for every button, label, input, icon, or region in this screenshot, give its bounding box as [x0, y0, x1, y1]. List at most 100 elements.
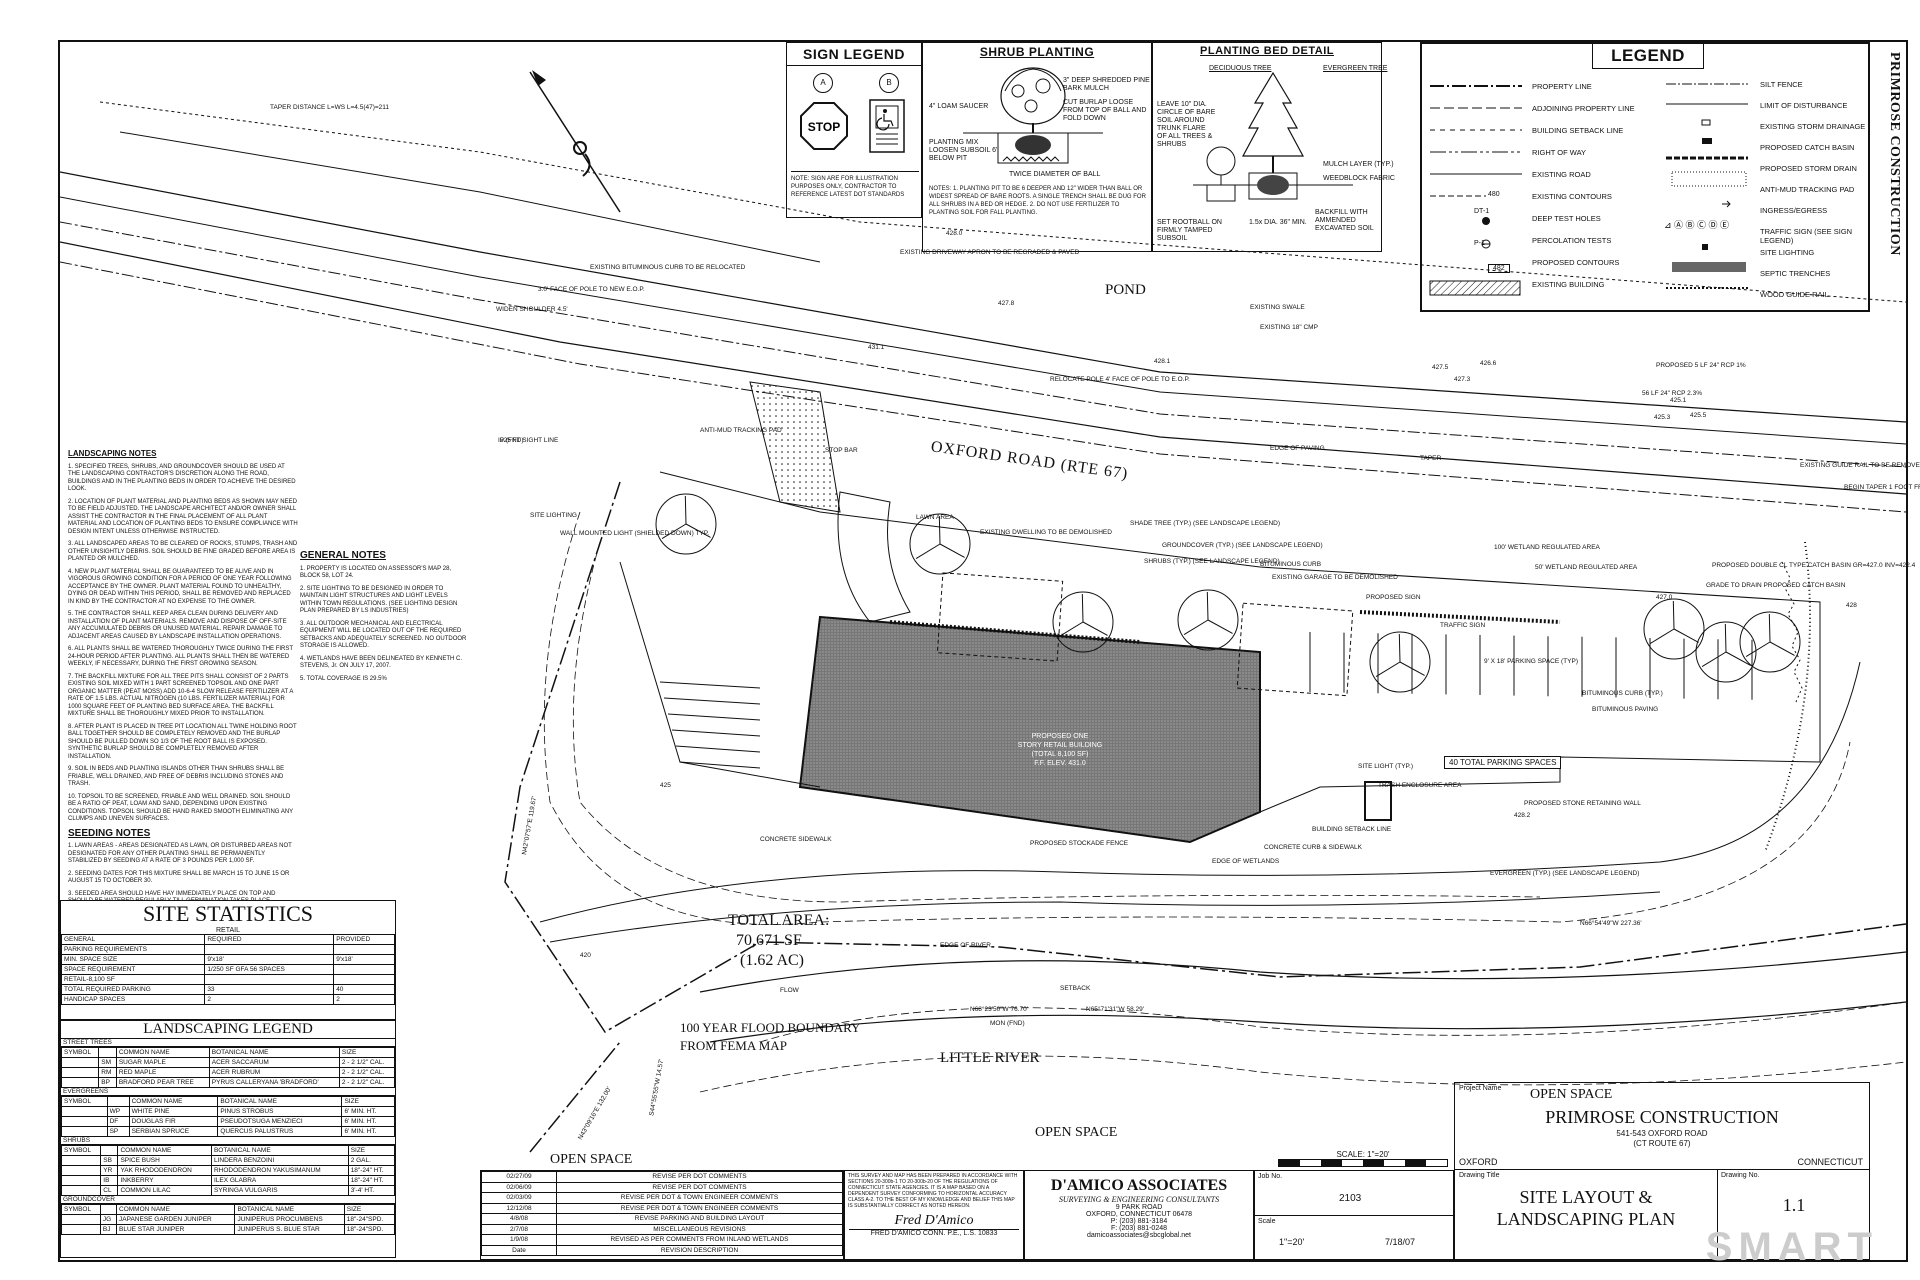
oxford-road [60, 101, 1906, 513]
plan-annotation: EDGE OF PAVING [1270, 445, 1325, 452]
plan-annotation: PROPOSED 5 LF 24" RCP 1% [1656, 362, 1746, 369]
site-plan [60, 70, 1906, 1153]
legend-right-item: ANTI-MUD TRACKING PAD [1760, 185, 1855, 194]
stats-cell: 2 [204, 994, 335, 1005]
plan-elevation: 427.5 [1432, 364, 1449, 371]
plan-annotation: BITUMINOUS CURB [1260, 561, 1322, 568]
legend-contour-label: 480 [1488, 191, 1500, 198]
flood-label-2: FROM FEMA MAP [680, 1038, 787, 1053]
bed-label-deciduous: DECIDUOUS TREE [1209, 65, 1272, 72]
general-notes: GENERAL NOTES 1. PROPERTY IS LOCATED ON … [300, 551, 470, 688]
shade-tree-icon [1177, 589, 1239, 651]
trash-enclosure [1364, 781, 1392, 821]
general-notes-item: 4. WETLANDS HAVE BEEN DELINEATED BY KENN… [300, 655, 463, 670]
plan-elevation: 428.0 [946, 230, 963, 237]
plan-annotation: SITE LIGHT (TYP.) [1358, 763, 1414, 770]
landscape-cell: BJ [99, 1224, 118, 1235]
plan-annotation: SITE LIGHTING [530, 512, 577, 519]
plan-annotation: EXISTING GARAGE TO BE DEMOLISHED [1272, 574, 1398, 581]
drawing-number: 1.1 [1782, 1195, 1806, 1215]
firm-email: damicoassociates@sbcglobal.net [1087, 1232, 1191, 1239]
bed-label-soil: LEAVE 10" DIA. CIRCLE OF BARE SOIL AROUN… [1157, 101, 1216, 148]
plan-annotation: GRADE TO DRAIN PROPOSED CATCH BASIN [1706, 582, 1846, 589]
existing-structures [936, 572, 1354, 697]
legend-left-item: EXISTING BUILDING [1532, 280, 1605, 289]
plan-elevation: 426.6 [1480, 360, 1497, 367]
plan-annotation: 100' WETLAND REGULATED AREA [1494, 544, 1600, 551]
plan-annotation: SHADE TREE (TYP.) (SEE LANDSCAPE LEGEND) [1130, 520, 1281, 527]
legend-contour-box: 482 [1488, 264, 1510, 273]
project-route: (CT ROUTE 67) [1633, 1139, 1691, 1148]
legend-right-item: WOOD GUIDE RAIL [1760, 290, 1829, 299]
scale-label: Scale [1258, 1218, 1276, 1225]
plan-elevation: 427.0 [1656, 594, 1673, 601]
scale-value: 1"=20' [1279, 1237, 1305, 1247]
plan-annotation: TRAFFIC SIGN [1440, 622, 1486, 629]
parking-stalls [659, 632, 1753, 769]
shade-tree-icon [655, 493, 717, 555]
building-label: PROPOSED ONE STORY RETAIL BUILDING (TOTA… [980, 732, 1140, 768]
sign-a-marker: A [813, 73, 833, 93]
plan-annotation: 9' X 18' PARKING SPACE (TYP) [1484, 658, 1578, 665]
landscape-cell: CL [100, 1185, 119, 1196]
stats-cell: HANDICAP SPACES [60, 994, 206, 1005]
legend-left-swatches [1429, 85, 1522, 296]
plan-annotation: BITUMINOUS CURB (TYP.) [1582, 690, 1663, 697]
legend-right-item: SILT FENCE [1760, 80, 1803, 89]
parking-count-label: 40 TOTAL PARKING SPACES [1444, 756, 1562, 769]
landscaping-legend-title: LANDSCAPING LEGEND [61, 1021, 395, 1039]
plan-elevation: 428.2 [1514, 812, 1531, 819]
parking-stall-line [671, 729, 761, 737]
sign-legend-note: NOTE: SIGN ARE FOR ILLUSTRATION PURPOSES… [791, 171, 919, 199]
landscaping-notes-item: 6. ALL PLANTS SHALL BE WATERED THOROUGHL… [68, 646, 293, 667]
plan-annotation: EXISTING 18" CMP [1260, 324, 1318, 331]
job-label: Job No. [1258, 1173, 1283, 1180]
drawing-sheet: SIGN LEGEND A B STOP NOTE: SIGN ARE FOR … [58, 40, 1920, 1269]
plan-annotation: BUILDING SETBACK LINE [1312, 826, 1392, 833]
plan-annotation: EDGE OF WETLANDS [1212, 858, 1280, 865]
general-notes-item: 3. ALL OUTDOOR MECHANICAL AND ELECTRICAL… [300, 620, 467, 650]
landscape-group-title: GROUNDCOVER [61, 1196, 395, 1204]
general-notes-item: 1. PROPERTY IS LOCATED ON ASSESSOR'S MAP… [300, 565, 452, 580]
drawing-title-1: SITE LAYOUT & [1519, 1187, 1653, 1207]
landscape-group-title: EVERGREENS [61, 1088, 395, 1096]
plan-elevation: 425.5 [1690, 412, 1707, 419]
certification-text: THIS SURVEY AND MAP HAS BEEN PREPARED IN… [848, 1173, 1018, 1209]
shrub-label-mix: PLANTING MIX LOOSEN SUBSOIL 6" BELOW PIT [929, 139, 999, 162]
plan-bearing: N68°23'50"W 76.70' [970, 1006, 1028, 1013]
plan-annotation: PROPOSED DOUBLE CL TYPE CATCH BASIN GR=4… [1712, 562, 1916, 569]
drawing-title-2: LANDSCAPING PLAN [1496, 1209, 1676, 1229]
legend-title: LEGEND [1592, 44, 1704, 69]
plan-annotation: SHRUBS (TYP.) (SEE LANDSCAPE LEGEND) [1144, 558, 1280, 565]
sign-legend: SIGN LEGEND A B STOP NOTE: SIGN ARE FOR … [786, 42, 922, 218]
project-block: Project Name PRIMROSE CONSTRUCTION 541-5… [1454, 1082, 1870, 1261]
proposed-building [798, 615, 1261, 844]
contours [543, 511, 1906, 1093]
planting-bed-detail: PLANTING BED DETAIL DECIDUOUS TREE EVERG… [1152, 42, 1395, 252]
legend-right-swatches: ⊿ Ⓐ Ⓑ Ⓒ Ⓓ Ⓔ [1664, 83, 1748, 289]
firm-address1: 9 PARK ROAD [1115, 1204, 1163, 1211]
certification-block: THIS SURVEY AND MAP HAS BEEN PREPARED IN… [844, 1170, 1024, 1260]
landscaping-notes-item: 1. SPECIFIED TREES, SHRUBS, AND GROUNDCO… [68, 463, 296, 493]
plan-annotation: BEGIN TAPER 1 FOOT FROM FACE OF POLE [1844, 484, 1920, 491]
general-notes-item: 5. TOTAL COVERAGE IS 29.5% [300, 675, 387, 682]
bed-label-fabric: WEEDBLOCK FABRIC [1323, 175, 1395, 182]
legend-right-item: PROPOSED STORM DRAIN [1760, 164, 1857, 173]
job-block: Job No. 2103 Scale 1"=20' 7/18/07 [1254, 1170, 1454, 1260]
wetland-flags [1764, 541, 1811, 853]
flood-label-1: 100 YEAR FLOOD BOUNDARY [680, 1020, 861, 1035]
seeding-notes-item: 1. LAWN AREAS - AREAS DESIGNATED AS LAWN… [68, 843, 292, 864]
plan-elevation: 425 [660, 782, 671, 789]
landscaping-notes-item: 7. THE BACKFILL MIXTURE FOR ALL TREE PIT… [68, 673, 294, 718]
